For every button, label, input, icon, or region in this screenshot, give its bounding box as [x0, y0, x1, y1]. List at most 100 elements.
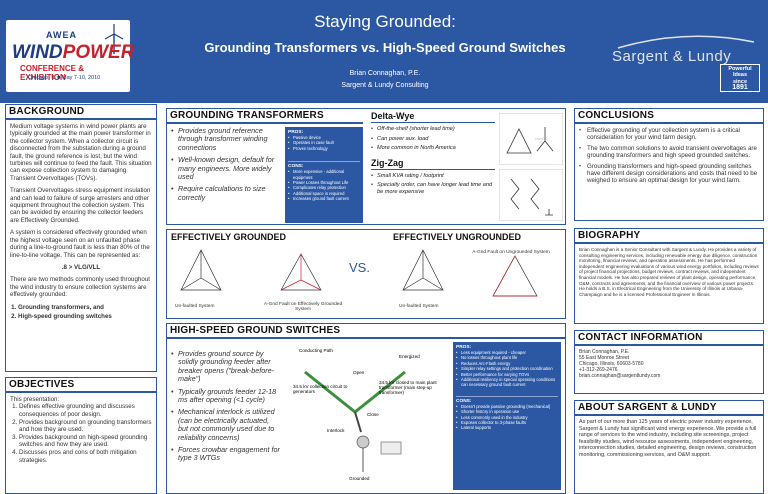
badge-line-2: Ideas	[732, 72, 748, 79]
gt-con-item: Increases ground fault current	[288, 196, 360, 202]
high-speed-heading: HIGH-SPEED GROUND SWITCHES	[167, 324, 565, 339]
awea-windpower-logo: AWEA WINDPOWER CONFERENCE & EXHIBITION C…	[6, 20, 134, 92]
grounding-transformers-panel: GROUNDING TRANSFORMERS Provides ground r…	[166, 108, 566, 225]
gt-con-item: More expensive - additional equipment	[288, 169, 360, 180]
zig-zag-item: Specialty order, can have longer lead ti…	[371, 182, 495, 195]
contact-city: Chicago, Illinois, 60603-5780	[579, 361, 644, 367]
hs-pros-label: PROS:	[456, 345, 472, 350]
contact-details: Brian Connaghan, P.E. 55 East Monroe Str…	[575, 346, 763, 382]
objective-item: Provides background on high-speed ground…	[19, 434, 152, 449]
gt-bullet: Require calculations to size correctly	[171, 185, 281, 202]
conclusion-item: Grounding transformers and high-speed gr…	[579, 163, 759, 185]
contact-heading: CONTACT INFORMATION	[575, 331, 763, 346]
hs-con-item: Less commonly used in the industry	[456, 415, 558, 421]
poster-title: Staying Grounded:	[314, 12, 456, 31]
method-item: High-speed grounding switches	[18, 313, 152, 320]
hs-con-item: Shorter history in operation use	[456, 409, 558, 415]
background-panel: BACKGROUND Medium voltage systems in win…	[5, 104, 157, 372]
transformer-types: Delta-Wye Off-the-shelf (shorter lead ti…	[371, 111, 495, 199]
vs-label: VS.	[349, 260, 370, 275]
hs-con-item: Exposes collector to 3-phase faults	[456, 420, 558, 426]
biography-panel: BIOGRAPHY Brian Connaghan is a Senior Co…	[574, 228, 764, 324]
zig-zag-list: Small KVA rating / footprint Specialty o…	[371, 173, 495, 196]
hs-pro-item: No losses throughout plant life	[456, 355, 558, 361]
contact-name: Brian Connaghan, P.E.	[579, 349, 630, 355]
delta-wye-item: More common in North America	[371, 145, 495, 152]
grounding-transformers-bullets: Provides ground reference through transf…	[171, 126, 281, 206]
wind-word: WIND	[12, 42, 63, 63]
high-speed-bullets: Provides ground source by solidly ground…	[171, 349, 281, 467]
hs-con-item: Doesn't provide passive grounding (mecha…	[456, 404, 558, 410]
objective-item: Defines effective grounding and discusse…	[19, 403, 152, 418]
ground-switch-diagram	[304, 370, 406, 472]
badge-line-1: Powerful	[728, 66, 752, 72]
hs-pros-list: Less equipment required - cheaper No los…	[456, 350, 558, 388]
conference-label: CONFERENCE & EXHIBITION	[20, 64, 85, 82]
windpower-wordmark: WINDPOWER	[12, 42, 134, 64]
objectives-list: Defines effective grounding and discusse…	[10, 403, 152, 464]
effective-grounding-formula: .8 > VLG/VLL	[61, 263, 101, 271]
poster-author: Brian Connaghan, P.E.	[349, 70, 421, 77]
powerful-ideas-badge: Powerful Ideas since 1891	[720, 64, 760, 92]
conclusion-item: Effective grounding of your collection s…	[579, 127, 759, 142]
background-paragraph-3: A system is considered effectively groun…	[10, 229, 150, 259]
gt-pros-cons-box: PROS: Passive device Operates in case fa…	[285, 127, 363, 223]
about-heading: ABOUT SARGENT & LUNDY	[575, 401, 763, 416]
about-text: As part of our more than 125 years of el…	[579, 419, 757, 458]
hs-pro-item: Better performance for varying TOVs	[456, 372, 558, 378]
zig-zag-title: Zig-Zag	[371, 158, 495, 170]
sargent-lundy-logo: Sargent & Lundy Powerful Ideas since 189…	[612, 28, 764, 92]
delta-wye-list: Off-the-shelf (shorter lead time) Can po…	[371, 126, 495, 152]
diagram-label-close: Close	[367, 412, 379, 417]
gt-pros-list: Passive device Operates in case fault Pr…	[288, 135, 360, 152]
ungrounded-caption-2: A-Gnd Fault on Ungrounded System	[472, 250, 550, 255]
grounded-caption-1: Un-faulted System	[175, 304, 215, 309]
poster-organization: Sargent & Lundy Consulting	[341, 82, 429, 89]
about-panel: ABOUT SARGENT & LUNDY As part of our mor…	[574, 400, 764, 494]
delta-wye-title: Delta-Wye	[371, 111, 495, 123]
background-paragraph-4: There are two methods commonly used thro…	[10, 276, 150, 299]
awea-label: AWEA	[46, 30, 77, 40]
gt-pro-item: Operates in case fault	[288, 140, 360, 146]
hs-pro-item: Reduces Arc-Flash energy	[456, 361, 558, 367]
zig-zag-item: Small KVA rating / footprint	[371, 173, 495, 180]
conference-dates: Chicago, IL ■ May 7-10, 2010	[28, 75, 101, 81]
effectively-grounded-heading: EFFECTIVELY GROUNDED	[171, 232, 287, 242]
objective-item: Provides background on grounding transfo…	[19, 419, 152, 434]
hs-cons-label: CONS:	[456, 398, 472, 404]
hs-pro-item: Less equipment required - cheaper	[456, 350, 558, 356]
grounding-methods-list: Grounding transformers, and High-speed g…	[10, 304, 152, 321]
diagram-label-energized: Energized	[399, 354, 420, 359]
grounded-phasor-diagram	[180, 249, 322, 291]
poster-subtitle: Grounding Transformers vs. High-Speed Gr…	[204, 40, 566, 55]
effective-grounding-panel: EFFECTIVELY GROUNDED EFFECTIVELY UNGROUN…	[166, 229, 566, 319]
gt-con-item: Additional space is required	[288, 191, 360, 197]
poster-header: AWEA WINDPOWER CONFERENCE & EXHIBITION C…	[0, 0, 768, 103]
zig-zag-schematic	[499, 169, 563, 221]
gt-pro-item: Proven technology	[288, 146, 360, 152]
gt-bullet: Well-known design, default for many engi…	[171, 155, 281, 181]
hs-pros-cons-box: PROS: Less equipment required - cheaper …	[453, 342, 561, 490]
delta-wye-schematic	[499, 113, 563, 165]
conclusions-heading: CONCLUSIONS	[575, 109, 763, 124]
power-word: POWER	[62, 42, 135, 63]
diagram-label-circuit-a: 34.5 kV collection circuit to generators	[293, 384, 348, 394]
hs-pro-item: Simpler relay settings and protection co…	[456, 366, 558, 372]
objectives-panel: OBJECTIVES This presentation: Defines ef…	[5, 377, 157, 494]
diagram-label-open: Open	[353, 370, 365, 375]
badge-line-3: since	[732, 78, 748, 85]
delta-wye-item: Off-the-shelf (shorter lead time)	[371, 126, 495, 133]
biography-text: Brian Connaghan is a Senior Consultant w…	[579, 247, 759, 297]
diagram-label-interlock: Interlock	[327, 428, 345, 433]
conclusions-list: Effective grounding of your collection s…	[575, 124, 763, 191]
background-paragraph-2: Transient Overvoltages stress equipment …	[10, 187, 151, 224]
diagram-label-grounded: Grounded	[349, 476, 370, 481]
objectives-intro: This presentation:	[10, 396, 60, 403]
ungrounded-caption-1: Un-faulted System	[399, 304, 439, 309]
high-speed-switches-panel: HIGH-SPEED GROUND SWITCHES Provides grou…	[166, 323, 566, 494]
diagram-label-conducting: Conducting Path	[299, 348, 333, 353]
hs-cons-list: Doesn't provide passive grounding (mecha…	[456, 404, 558, 431]
gt-con-item: Complicates relay protection	[288, 185, 360, 191]
contact-email[interactable]: brian.connaghan@sargentlundy.com	[579, 373, 661, 379]
